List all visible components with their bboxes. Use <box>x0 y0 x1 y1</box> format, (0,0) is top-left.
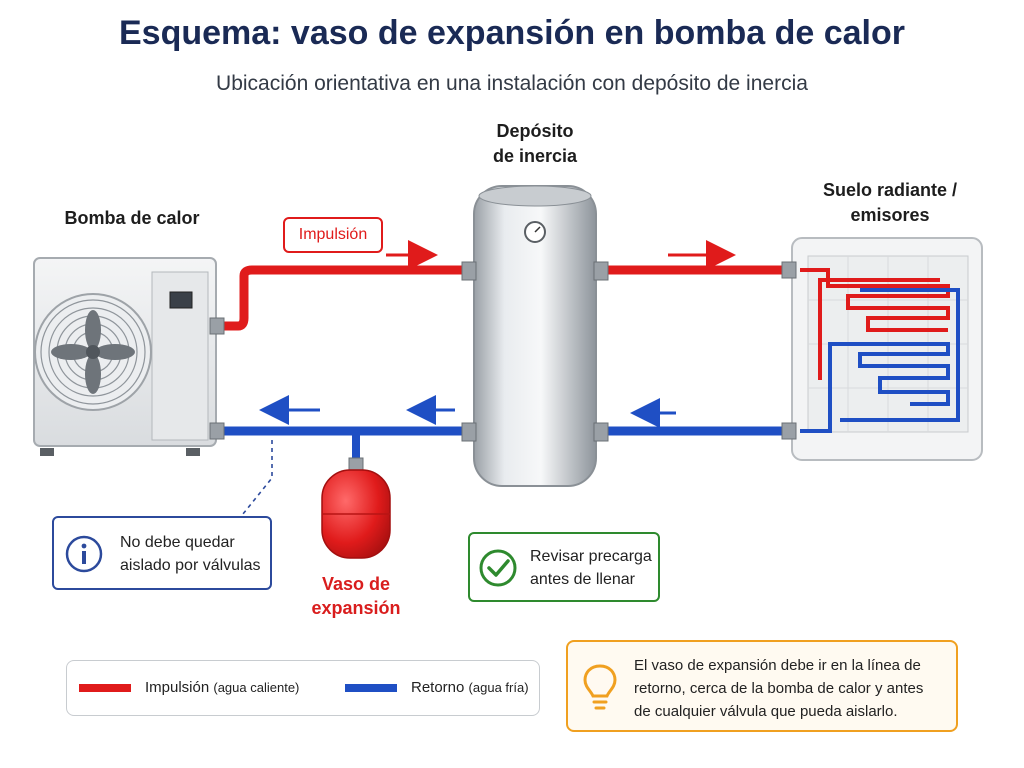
check-line-2: antes de llenar <box>530 571 635 588</box>
check-line-1: Revisar precarga <box>530 548 652 565</box>
page-subtitle: Ubicación orientativa en una instalación… <box>216 72 808 95</box>
expansion-label-1: Vaso de <box>321 574 391 594</box>
heat-pump-unit <box>33 257 225 456</box>
tip-line-1: El vaso de expansión debe ir en la línea… <box>634 657 921 674</box>
info-icon <box>65 535 103 573</box>
floor-label-1: Suelo radiante / <box>822 180 958 200</box>
supply-tag-box <box>283 217 383 253</box>
lightbulb-icon <box>583 664 617 710</box>
info-line-2: aislado por válvulas <box>120 557 261 574</box>
buffer-tank-label-1: Depósito <box>496 121 574 141</box>
expansion-label-2: expansión <box>311 598 401 618</box>
info-line-1: No debe quedar <box>120 534 235 551</box>
expansion-vessel <box>321 457 391 559</box>
buffer-tank-label-2: de inercia <box>492 146 578 166</box>
flow-arrows <box>259 240 736 428</box>
legend: Impulsión (agua caliente) Retorno (agua … <box>66 660 540 716</box>
heat-pump-label: Bomba de calor <box>64 208 200 228</box>
supply-pipe <box>222 265 790 331</box>
tip-callout: El vaso de expansión debe ir en la línea… <box>566 640 958 732</box>
floor-label-2: emisores <box>850 205 930 225</box>
legend-return: Retorno (agua fría) <box>411 679 529 696</box>
legend-supply-swatch <box>79 684 131 692</box>
check-icon <box>479 549 517 587</box>
supply-tag: Impulsión <box>298 226 368 243</box>
page-title: Esquema: vaso de expansión en bomba de c… <box>118 14 906 52</box>
legend-supply: Impulsión (agua caliente) <box>145 679 300 696</box>
buffer-tank <box>461 185 609 487</box>
tip-line-2: retorno, cerca de la bomba de calor y an… <box>634 680 924 697</box>
info-callout: No debe quedar aislado por válvulas <box>52 516 272 590</box>
legend-return-swatch <box>345 684 397 692</box>
tip-line-3: de cualquier válvula que pueda aislarlo. <box>634 703 898 720</box>
return-pipe <box>222 426 790 462</box>
radiant-floor <box>781 237 983 461</box>
check-callout: Revisar precarga antes de llenar <box>468 532 660 602</box>
